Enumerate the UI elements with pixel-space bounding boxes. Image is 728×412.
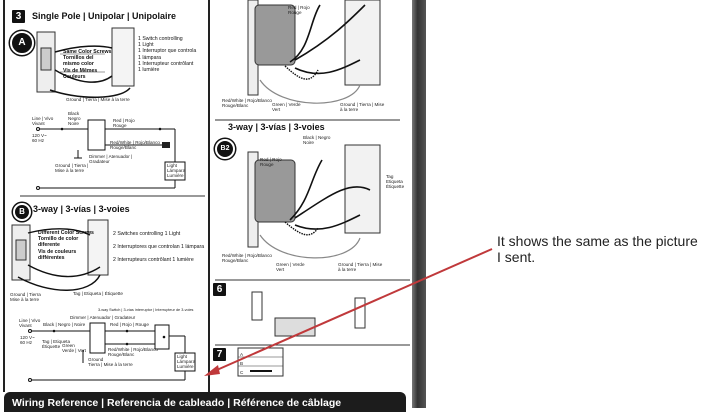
note-line-1: It shows the same as the picture	[497, 233, 698, 249]
dimmer-label: Dimmer | Atenuador |Gradateur	[89, 154, 133, 165]
voltage-label: 120 V~60 Hz	[32, 133, 47, 144]
b2-title: 3-way | 3-vías | 3-voies	[228, 122, 325, 132]
step-3-number: 3	[12, 10, 25, 23]
manual-page: 3 Single Pole | Unipolar | Unipolaire A …	[3, 0, 410, 412]
badge-b: B	[13, 203, 31, 221]
left-border	[3, 0, 5, 392]
page-edge-scrollbar[interactable]	[412, 0, 426, 408]
wiring-reference-header: Wiring Reference | Referencia de cablead…	[4, 392, 406, 412]
schematic-ground-label: Ground | Tierra |Mise à la terre	[55, 163, 89, 174]
badge-b2: B2	[215, 139, 235, 159]
b-switch3-label: 3-way Switch | 3-vías interruptor | Inte…	[98, 308, 194, 312]
badge-a: A	[10, 31, 34, 55]
annotation-note: It shows the same as the picture I sent.	[497, 233, 698, 265]
step-6-number: 6	[213, 283, 226, 296]
single-pole-diagram	[20, 27, 205, 197]
b-dimmer-label: Dimmer | Atenuador | Gradateur	[70, 315, 136, 320]
column-divider	[208, 0, 210, 392]
b-red-label: Red | Rojo | Rouge	[110, 322, 149, 327]
step-b-title: 3-way | 3-vías | 3-voies	[33, 204, 130, 214]
step-3-title: Single Pole | Unipolar | Unipolaire	[32, 11, 177, 21]
ground-label: Ground | Tierra | Mise à la terre	[66, 97, 130, 102]
b-black-label: Black | Negro | Noire	[43, 322, 86, 327]
three-way-diagram	[11, 219, 196, 382]
note-line-2: I sent.	[497, 249, 536, 265]
b-tag-label: Tag | Etiqueta | Étiquette	[73, 291, 123, 296]
step-7-number: 7	[213, 348, 226, 361]
b-voltage-label: 120 V~60 Hz	[20, 335, 35, 346]
